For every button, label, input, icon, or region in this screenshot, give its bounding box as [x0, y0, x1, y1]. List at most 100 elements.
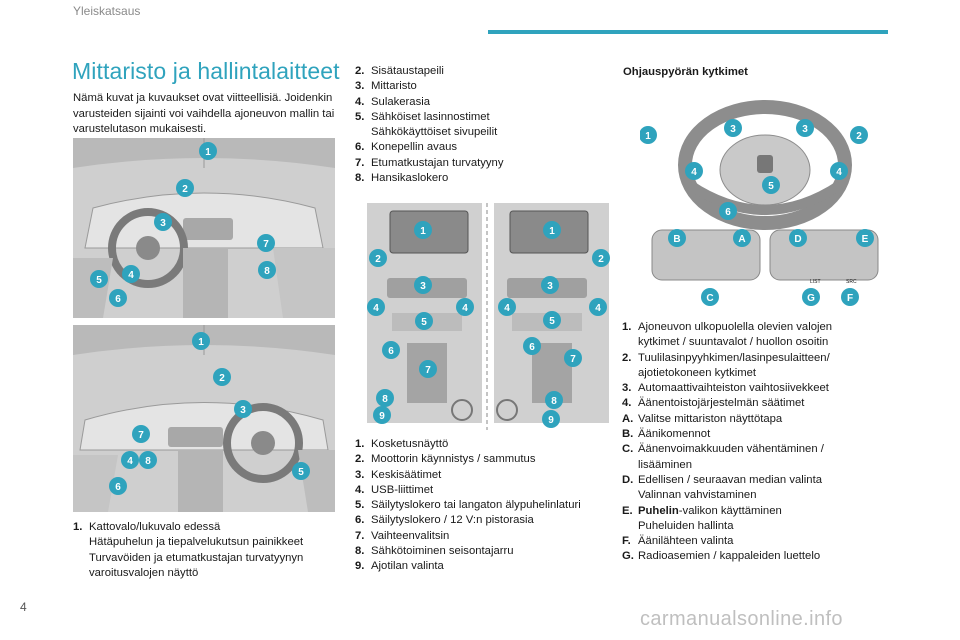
badge: 4: [836, 167, 842, 178]
dashboard-illustration-rhd: 1 2 3 7 4 8 5 6: [73, 325, 335, 512]
badge: 5: [549, 316, 555, 327]
badge: 9: [379, 411, 385, 422]
badge: 1: [205, 147, 211, 158]
center-console-illustration: 1 2 3 4 4 5 6 7 8 9 1 2 3 4 4 5 6 7 8 9: [362, 203, 612, 430]
page-title: Mittaristo ja hallintalaitteet: [72, 58, 340, 84]
section-header: Yleiskatsaus: [73, 4, 141, 18]
badge: C: [706, 293, 713, 304]
diagram-badges: 1 2 3 7 8 5 4 6: [90, 142, 276, 307]
badge: 5: [298, 467, 304, 478]
middle-legend-list-bottom: 1.Kosketusnäyttö 2.Moottorin käynnistys …: [355, 437, 615, 575]
list-item: 2.Tuulilasinpyyhkimen/lasinpesulaitteen/…: [622, 351, 830, 379]
badge: 5: [768, 181, 774, 192]
list-item: 4.USB-liittimet: [355, 483, 434, 496]
list-item: 8.Hansikaslokero: [355, 172, 449, 185]
badge: F: [847, 293, 853, 304]
header-accent-bar: [488, 30, 888, 34]
badge: 4: [504, 303, 510, 314]
switch-label-src: SRC: [846, 279, 857, 285]
badge: 1: [198, 337, 204, 348]
list-item: 9.Ajotilan valinta: [355, 560, 444, 573]
badge: 4: [595, 303, 601, 314]
list-item: 8.Sähkötoiminen seisontajarru: [355, 545, 514, 558]
badge: 2: [856, 131, 862, 142]
list-item: 5.Sähköiset lasinnostimet: [355, 110, 490, 123]
switch-label-list: LIST: [810, 279, 821, 285]
badge: 4: [127, 456, 133, 467]
steering-wheel-illustration: LIST SRC 1 3 3 2 4 5 4 6 B A C D E G F: [640, 95, 890, 307]
list-item: C.Äänenvoimakkuuden vähentäminen /lisääm…: [622, 443, 824, 471]
list-item: 7.Etumatkustajan turvatyyny: [355, 156, 504, 169]
list-item: 1.Ajoneuvon ulkopuolella olevien valojen…: [622, 321, 833, 349]
badge: D: [794, 234, 801, 245]
badge: 2: [598, 254, 604, 265]
left-legend-list: 1. Kattovalo/lukuvalo edessä Hätäpuhelun…: [73, 520, 345, 581]
badge: 7: [263, 239, 269, 250]
badge: 8: [551, 396, 557, 407]
watermark: carmanualsonline.info: [640, 608, 843, 630]
badge: G: [807, 293, 815, 304]
list-item: 1. Kattovalo/lukuvalo edessä Hätäpuhelun…: [73, 521, 304, 579]
list-item: Sähkökäyttöiset sivupeilit: [371, 126, 498, 139]
badge: 8: [382, 394, 388, 405]
badge: 7: [425, 365, 431, 376]
list-item: 5.Säilytyslokero tai langaton älypuhelin…: [355, 499, 581, 512]
badge: 8: [264, 266, 270, 277]
list-item: 6.Konepellin avaus: [355, 141, 458, 154]
badge: 5: [96, 275, 102, 286]
badge: 3: [420, 281, 426, 292]
badge: 4: [691, 167, 697, 178]
badge: 6: [529, 342, 535, 353]
badge: 2: [182, 184, 188, 195]
badge: 6: [725, 207, 731, 218]
list-item: B.Äänikomennot: [622, 428, 711, 441]
diagram-badges: 1 2 3 7 4 8 5 6: [109, 332, 310, 495]
badge: 7: [570, 354, 576, 365]
badge: B: [673, 234, 680, 245]
middle-legend-list-top: 2.Sisätaustapeili 3.Mittaristo 4.Sulaker…: [355, 64, 605, 186]
badge: 2: [219, 373, 225, 384]
list-item: 4.Äänentoistojärjestelmän säätimet: [622, 397, 805, 410]
list-item: 3.Mittaristo: [355, 80, 417, 93]
diagram-badges: 1 3 3 2 4 5 4 6 B A C D E G F: [640, 119, 874, 306]
list-item: F.Äänilähteen valinta: [622, 535, 734, 548]
badge: 3: [730, 124, 736, 135]
intro-paragraph: Nämä kuvat ja kuvaukset ovat viitteellis…: [73, 92, 335, 135]
badge: 4: [128, 270, 134, 281]
badge: 5: [421, 317, 427, 328]
list-item: G.Radioasemien / kappaleiden luettelo: [622, 550, 821, 563]
badge: 6: [388, 346, 394, 357]
page-number: 4: [20, 600, 27, 614]
list-item: 3.Keskisäätimet: [355, 468, 442, 481]
badge: 3: [240, 405, 246, 416]
diagram-badges: 1 2 3 4 4 5 6 7 8 9 1 2 3 4 4 5 6 7 8 9: [367, 221, 610, 428]
badge: 3: [802, 124, 808, 135]
badge: 3: [160, 218, 166, 229]
list-item: 1.Kosketusnäyttö: [355, 438, 449, 450]
badge: 8: [145, 456, 151, 467]
badge: 6: [115, 294, 121, 305]
badge: 9: [548, 415, 554, 426]
badge: 6: [115, 482, 121, 493]
badge: 2: [375, 254, 381, 265]
badge: 1: [645, 131, 651, 142]
badge: 4: [373, 303, 379, 314]
list-item: A.Valitse mittariston näyttötapa: [622, 412, 783, 425]
list-item: 3.Automaattivaihteiston vaihtosiivekkeet: [622, 382, 829, 395]
badge: 1: [549, 226, 555, 237]
list-item: 4.Sulakerasia: [355, 95, 431, 108]
badge: 1: [420, 226, 426, 237]
steering-section-title: Ohjauspyörän kytkimet: [623, 66, 748, 78]
list-item: 2.Sisätaustapeili: [355, 65, 444, 77]
dashboard-illustration-lhd: 1 2 3 7 8 5 4 6: [73, 138, 335, 318]
list-item: 2.Moottorin käynnistys / sammutus: [355, 453, 536, 466]
badge: 7: [138, 430, 144, 441]
list-item: 7.Vaihteenvalitsin: [355, 529, 450, 542]
badge: E: [862, 234, 869, 245]
right-legend-list: 1.Ajoneuvon ulkopuolella olevien valojen…: [622, 320, 892, 565]
badge: 4: [462, 303, 468, 314]
badge: A: [738, 234, 745, 245]
badge: 3: [547, 281, 553, 292]
